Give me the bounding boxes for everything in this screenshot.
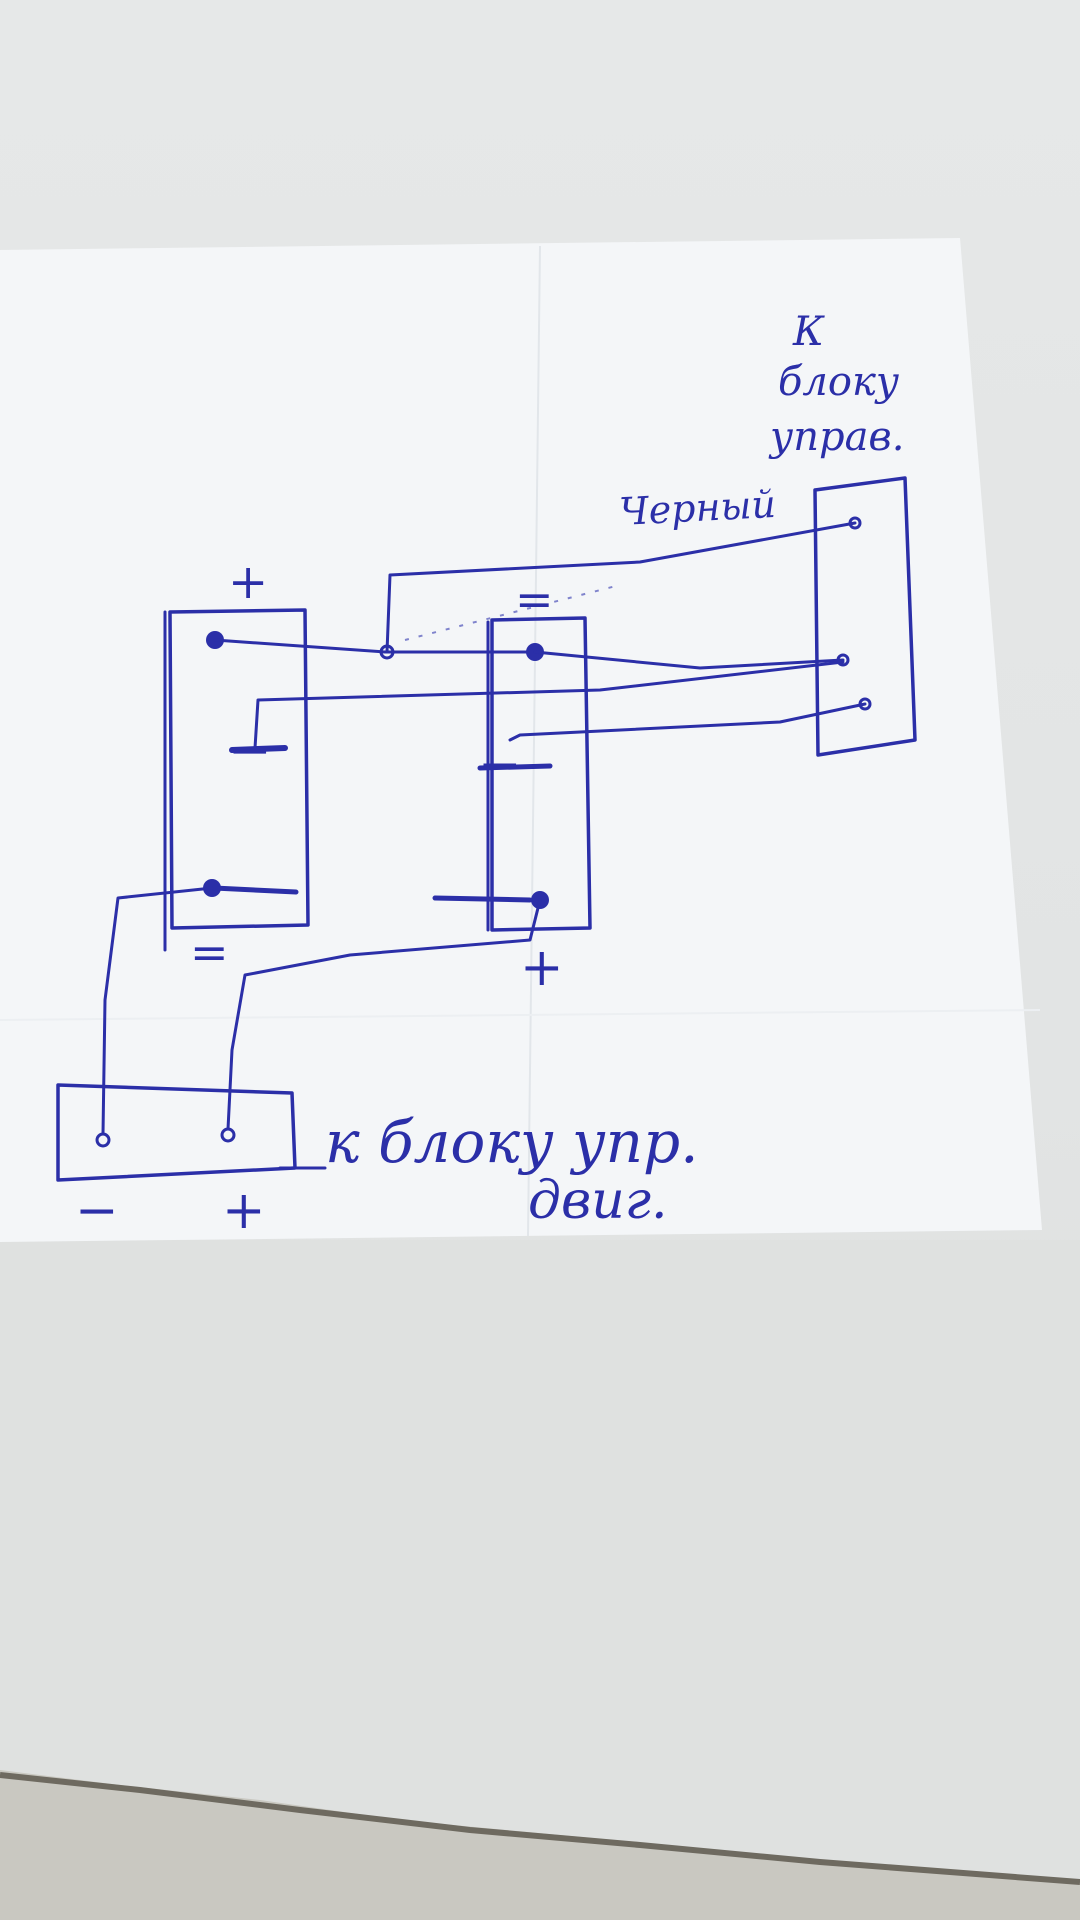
battery-middle-top-mark: = [515, 572, 554, 626]
control-unit-label-line2: блоку [778, 359, 900, 405]
battery-left-bottom-mark: = [190, 925, 229, 979]
control-unit-label-line1: К [792, 309, 825, 355]
engine-plus-label: + [222, 1181, 266, 1241]
control-unit-label-line3: управ. [768, 414, 904, 460]
diagram-labels: К блоку управ. Черный + − = = − + к блок… [75, 309, 904, 1241]
control-unit-connector [813, 476, 917, 757]
battery-left-minus-label: − [228, 721, 272, 781]
battery-middle [432, 616, 592, 932]
paper-sheet [0, 238, 1042, 1242]
battery-left-plus-label: + [228, 554, 268, 610]
wires [101, 521, 867, 1136]
engine-unit-label-line1: к блоку упр. [325, 1108, 699, 1176]
engine-unit-label-line2: двиг. [528, 1171, 668, 1231]
table-surface [0, 1240, 1080, 1920]
battery-middle-plus-label: + [520, 938, 564, 998]
engine-minus-label: − [75, 1181, 119, 1241]
black-wire-label: Черный [618, 482, 777, 534]
battery-middle-minus-label: − [478, 735, 522, 795]
